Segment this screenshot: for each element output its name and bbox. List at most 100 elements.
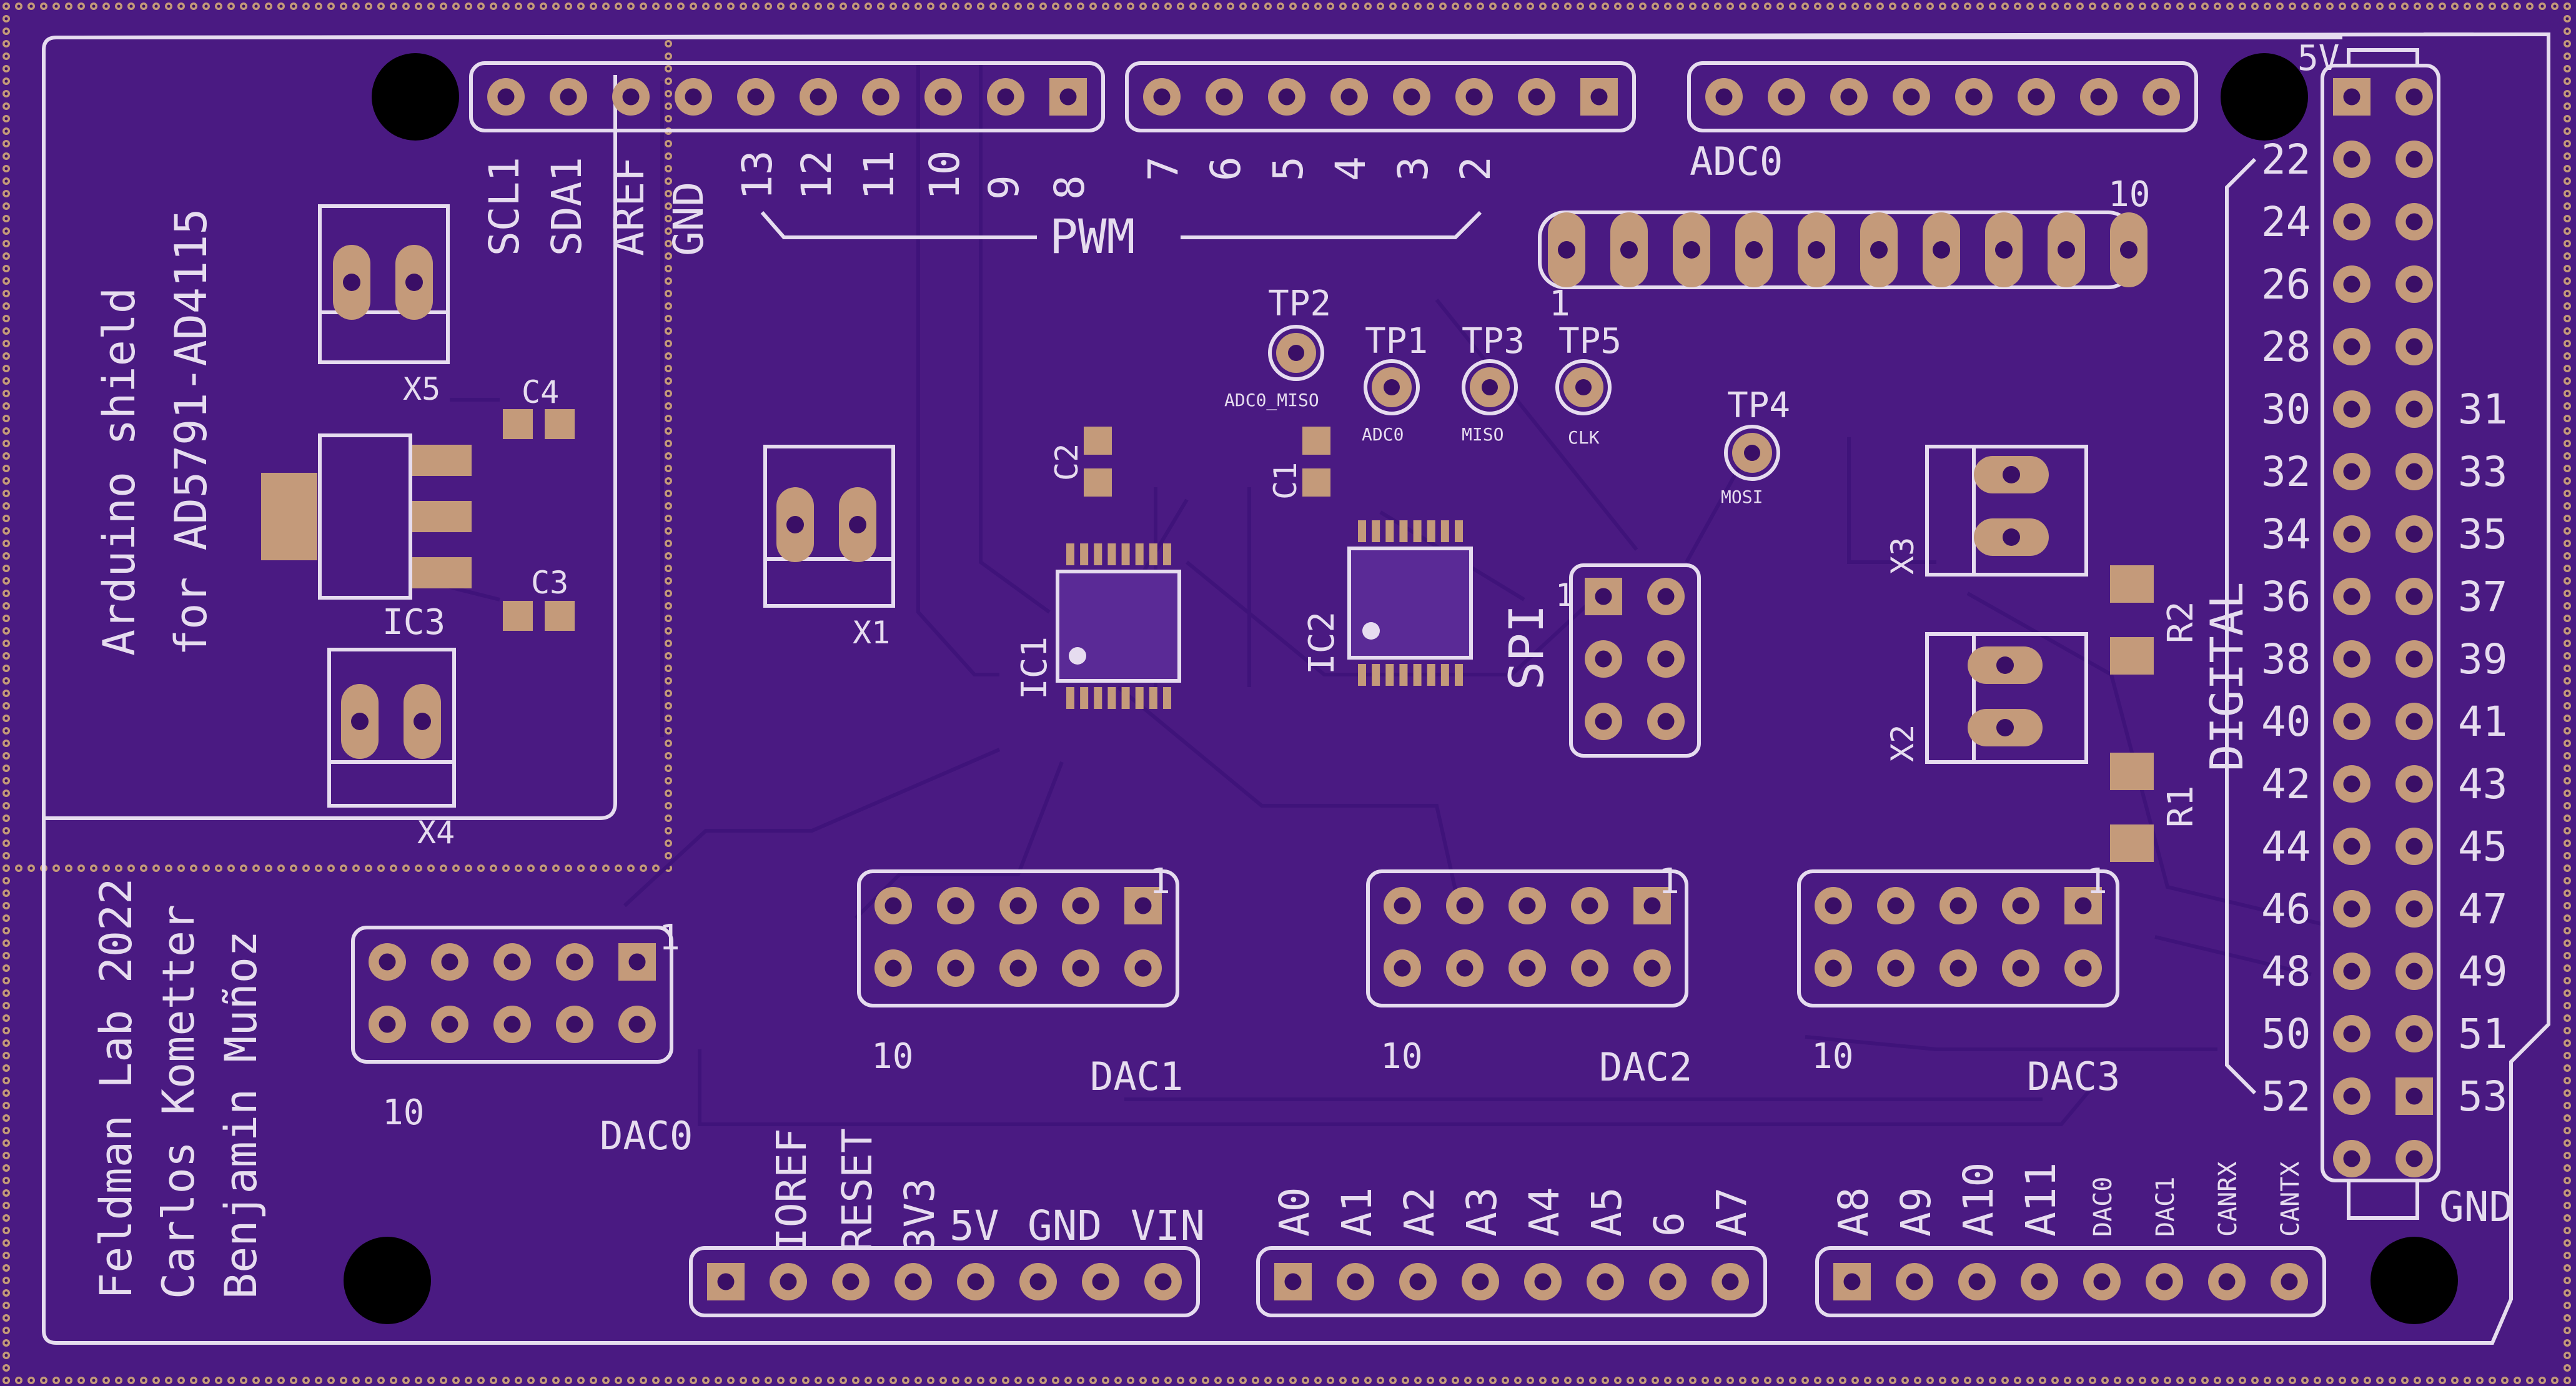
spi-header: [1569, 563, 1701, 758]
spi-pin-4-hole: [1657, 650, 1675, 668]
adc-header: [1538, 210, 2147, 289]
dac3-pin-3-hole: [1949, 897, 1967, 914]
analog-label-a10: A10: [1954, 1162, 2003, 1237]
x5-outline: [318, 204, 450, 364]
top-header-a-pin-8-hole: [934, 88, 952, 106]
digital-label-37: 37: [2458, 573, 2507, 621]
top-header-b-pin-4-hole: [1340, 88, 1358, 106]
ic3-tab-pad: [261, 473, 317, 560]
adc-header-pin-3-hole: [1683, 241, 1700, 259]
ic2-pin-top-2: [1385, 520, 1394, 542]
top-label-12: 12: [793, 151, 841, 200]
adc-header-pin-2-hole: [1620, 241, 1638, 259]
analog-header-1-pin-6-hole: [1597, 1273, 1614, 1290]
top-header-c-outline: [1687, 61, 2198, 132]
digital-pin-r13-c1-hole: [2405, 900, 2423, 918]
ic3-body: [318, 433, 412, 600]
capacitor-c2: C2: [1049, 427, 1112, 497]
connector-x2: X2: [1885, 632, 2088, 764]
ic2-pin-bottom-0: [1358, 664, 1366, 686]
power-header-outline: [689, 1246, 1200, 1317]
test-point-tp2-hole: [1288, 345, 1304, 361]
digital-pin-r2-c0-hole: [2343, 213, 2361, 230]
digital-pin-r9-c0-hole: [2343, 650, 2361, 668]
test-point-tp2: [1268, 325, 1324, 381]
test-point-tp5: [1555, 359, 1612, 415]
digital-label-30: 30: [2261, 385, 2311, 433]
test-point-tp1: [1364, 359, 1420, 415]
adc-header-pin-7-hole: [1933, 241, 1950, 259]
ic2-pin-top-3: [1399, 520, 1408, 542]
r2-label: R2: [2161, 601, 2201, 643]
digital-label-47: 47: [2458, 885, 2507, 933]
trace-2: [979, 62, 1051, 614]
credit-line-2: Carlos Kometter: [153, 904, 204, 1299]
digital-pin-r6-c0-hole: [2343, 463, 2361, 480]
analog-label-a4: A4: [1520, 1187, 1568, 1237]
digital-label-44: 44: [2261, 823, 2311, 871]
dac3-pin-8-hole: [1949, 959, 1967, 977]
dac-headers: [351, 869, 2119, 1064]
test-point-tp2-net: ADC0_MISO: [1224, 390, 1319, 411]
power-area-outline: [44, 75, 617, 820]
digital-label-33: 33: [2458, 448, 2507, 496]
digital-pin-r17-c0-hole: [2343, 1150, 2361, 1167]
dac1-pin-10-hole: [1134, 959, 1152, 977]
test-point-tp1-hole: [1384, 379, 1400, 395]
board-title-line-2: for AD5791-AD4115: [166, 209, 217, 656]
ic2-pin-top-6: [1440, 520, 1449, 542]
r1-label: R1: [2161, 786, 2201, 828]
x3-label: X3: [1885, 537, 1921, 575]
ic1-pin-bottom-5: [1135, 687, 1144, 709]
mounting-hole-1: [372, 53, 459, 141]
analog-label-a3: A3: [1458, 1187, 1506, 1237]
analog-header-1-pin-3-hole: [1409, 1273, 1427, 1290]
digital-label-51: 51: [2458, 1010, 2507, 1058]
power-header-pin-7-hole: [1092, 1273, 1109, 1290]
digital-label-42: 42: [2261, 760, 2311, 808]
power-header-pin-5-hole: [967, 1273, 984, 1290]
x4-outline: [327, 648, 456, 808]
test-point-tp4: [1724, 425, 1780, 481]
analog-header-1-outline: [1256, 1246, 1767, 1317]
spi-pin-2-hole: [1657, 588, 1675, 605]
ic2-pin-bottom-2: [1385, 664, 1394, 686]
test-point-tp3: [1462, 359, 1518, 415]
ic1-pin-bottom-1: [1080, 687, 1089, 709]
digital-pin-r7-c1-hole: [2405, 525, 2423, 543]
ic1-label: IC1: [1014, 636, 1055, 700]
digital-label-50: 50: [2261, 1010, 2311, 1058]
board-title-line-1: Arduino shield: [94, 287, 145, 656]
analog-header-1-pin-1-hole: [1284, 1273, 1302, 1290]
top-header-b-pin-7-hole: [1528, 88, 1545, 106]
analog-label-canrx: CANRX: [2214, 1162, 2242, 1237]
top-header-b-pin-3-hole: [1278, 88, 1295, 106]
top-label-5: 5: [1264, 156, 1312, 181]
digital-pin-r16-c0-hole: [2343, 1087, 2361, 1105]
analog-header-2-outline: [1815, 1246, 2326, 1317]
digital-pin-r12-c0-hole: [2343, 838, 2361, 855]
power-header-pin-4-hole: [904, 1273, 922, 1290]
top-label-11: 11: [855, 151, 903, 200]
trace-12: [1805, 1035, 2217, 1051]
board-outline: [42, 32, 2550, 1345]
digital-pin-r5-c0-hole: [2343, 400, 2361, 418]
digital-outline: [2321, 64, 2440, 1182]
dac3-outline: [1797, 869, 2119, 1007]
dac2-pin-9-hole: [1581, 959, 1598, 977]
top-label-2: 2: [1452, 156, 1500, 181]
digital-pin-r12-c1-hole: [2405, 838, 2423, 855]
dac2-pin-3-hole: [1518, 897, 1536, 914]
dac0-pin-6-hole: [379, 1016, 396, 1033]
analog-header-2-pin-4-hole: [2031, 1273, 2048, 1290]
top-header-c-pin-5-hole: [1965, 88, 1983, 106]
digital-pin-r3-c1-hole: [2405, 275, 2423, 293]
analog-label-dac0: DAC0: [2089, 1177, 2118, 1237]
dac0-pin-first: 1: [659, 918, 680, 958]
ic2-pin-bottom-1: [1372, 664, 1380, 686]
dac0-pin-10-hole: [628, 1016, 646, 1033]
spi-pin-5-hole: [1595, 713, 1612, 730]
top-label-6: 6: [1202, 156, 1250, 181]
